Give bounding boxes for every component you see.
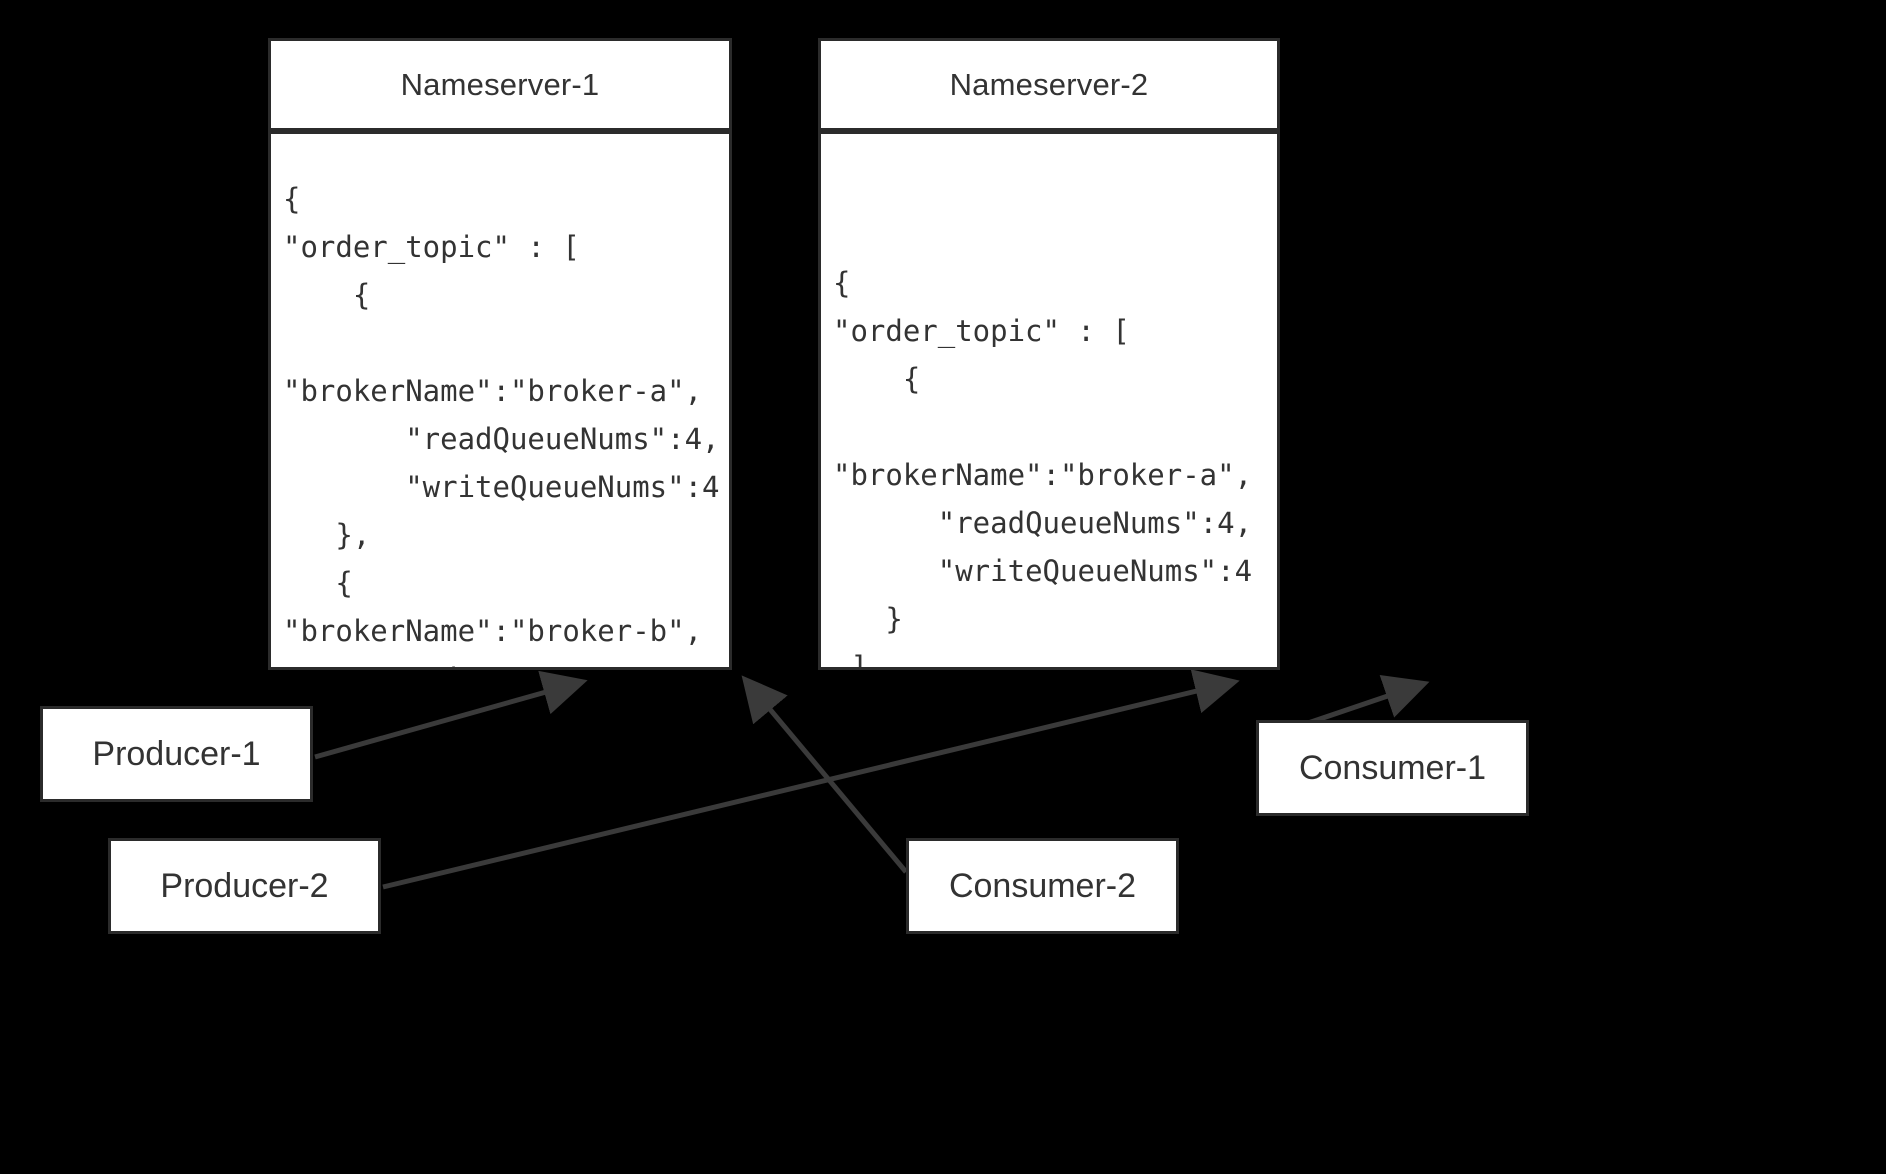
edge-producer1-to-nameserver1 xyxy=(314,670,588,760)
nameserver-1-header: Nameserver-1 xyxy=(271,41,729,134)
consumer-2-node[interactable]: Consumer-2 xyxy=(906,838,1179,934)
nameserver-2-node[interactable]: Nameserver-2 { "order_topic" : [ { "brok… xyxy=(818,38,1280,670)
producer-2-label: Producer-2 xyxy=(160,866,329,905)
producer-1-label: Producer-1 xyxy=(92,734,261,773)
producer-2-node[interactable]: Producer-2 xyxy=(108,838,381,934)
nameserver-1-body: { "order_topic" : [ { "brokerName":"brok… xyxy=(271,134,729,667)
nameserver-2-routing-table: { "order_topic" : [ { "brokerName":"brok… xyxy=(833,266,1253,667)
nameserver-2-title: Nameserver-2 xyxy=(949,66,1149,102)
consumer-1-label: Consumer-1 xyxy=(1298,748,1487,787)
consumer-2-label: Consumer-2 xyxy=(948,866,1137,905)
nameserver-1-routing-table: { "order_topic" : [ { "brokerName":"brok… xyxy=(283,182,720,667)
nameserver-1-node[interactable]: Nameserver-1 { "order_topic" : [ { "brok… xyxy=(268,38,732,670)
edge-consumer2-to-nameserver1 xyxy=(741,675,908,874)
producer-1-node[interactable]: Producer-1 xyxy=(40,706,313,802)
nameserver-1-title: Nameserver-1 xyxy=(400,66,600,102)
nameserver-2-body: { "order_topic" : [ { "brokerName":"brok… xyxy=(821,134,1277,667)
nameserver-2-header: Nameserver-2 xyxy=(821,41,1277,134)
consumer-1-node[interactable]: Consumer-1 xyxy=(1256,720,1529,816)
